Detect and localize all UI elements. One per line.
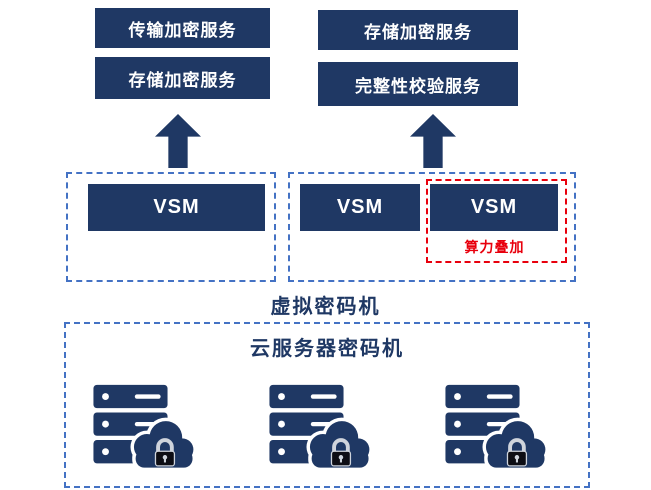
- vsm-box-right-1: VSM: [300, 184, 420, 231]
- vsm-container-right: [288, 172, 576, 282]
- service-label: 传输加密服务: [128, 20, 237, 40]
- cloud-server-crypto-machine-label: 云服务器密码机: [250, 338, 404, 360]
- service-label: 存储加密服务: [128, 70, 237, 90]
- vsm-label: VSM: [336, 196, 384, 218]
- service-box-storage-encryption-right: 存储加密服务: [318, 10, 518, 50]
- server-cloud-lock-icon: [269, 384, 373, 472]
- service-box-transmission-encryption: 传输加密服务: [95, 8, 270, 48]
- compute-stacking-label: 算力叠加: [464, 239, 525, 255]
- vsm-box-right-2: VSM: [430, 184, 558, 231]
- service-box-integrity-check: 完整性校验服务: [318, 62, 518, 106]
- server-cloud-lock-icon: [93, 384, 197, 472]
- vsm-box-left: VSM: [88, 184, 265, 231]
- vsm-label: VSM: [470, 196, 518, 218]
- virtual-crypto-machine-label: 虚拟密码机: [270, 296, 381, 318]
- vsm-container-left: [66, 172, 276, 282]
- service-box-storage-encryption-left: 存储加密服务: [95, 57, 270, 99]
- cloud-server-container: 云服务器密码机: [64, 322, 590, 488]
- server-cloud-lock-icon: [445, 384, 549, 472]
- up-arrow-icon: [155, 114, 201, 168]
- up-arrow-icon: [410, 114, 456, 168]
- vsm-label: VSM: [153, 196, 200, 218]
- service-label: 存储加密服务: [364, 22, 472, 42]
- compute-stacking-highlight: [426, 179, 567, 263]
- service-label: 完整性校验服务: [355, 76, 481, 96]
